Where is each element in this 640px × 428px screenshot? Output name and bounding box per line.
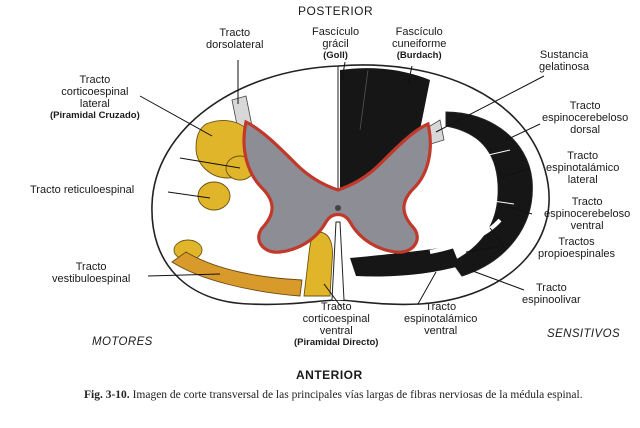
leader-lines <box>139 60 545 309</box>
label-espinotalamico-lateral: Tracto espinotalámico lateral <box>546 150 620 186</box>
central-canal <box>335 205 341 211</box>
figure-caption: Fig. 3-10. Imagen de corte transversal d… <box>84 389 624 401</box>
anterior-label: ANTERIOR <box>296 368 363 382</box>
leader-espinotal-ventral <box>417 271 437 305</box>
fasciculus-gracilis-cuneatus-region <box>340 68 430 196</box>
leader-espinocereb-dorsal <box>505 123 541 141</box>
gray-matter <box>242 119 432 254</box>
anterior-median-fissure <box>331 221 345 301</box>
fasciculus-cuneatus-border <box>359 69 369 131</box>
leader-reticulo <box>167 191 211 199</box>
caption-prefix: Fig. 3-10. <box>84 389 130 401</box>
vestibulospinal-band <box>171 251 303 297</box>
label-espinoolivar: Tracto espinoolivar <box>522 282 581 306</box>
leader-espinocereb-ventral <box>505 205 533 215</box>
motores-label: MOTORES <box>92 336 153 348</box>
leader-sustancia <box>435 75 545 133</box>
leader-vestibulo <box>147 273 221 277</box>
leader-cortico-lateral <box>139 95 213 137</box>
leader-burdach <box>407 65 413 85</box>
label-espinocerebeloso-dorsal: Tracto espinocerebeloso dorsal <box>542 100 629 136</box>
leader-cortico-ventral-1 <box>323 283 343 309</box>
label-cortico-ventral: Tracto corticoespinal ventral (Piramidal… <box>294 301 379 348</box>
label-espinotalamico-ventral: Tracto espinotalámico ventral <box>404 301 478 337</box>
label-reticulo: Tracto reticuloespinal <box>30 184 135 196</box>
label-propioespinales: Tractos propioespinales <box>538 236 616 260</box>
leader-propioespinales-2 <box>489 227 505 247</box>
propiospinal-band <box>429 218 502 254</box>
leader-espinoolivar <box>469 269 525 291</box>
sensitivos-label: SENSITIVOS <box>547 328 621 340</box>
spinothalamic-anterior-region <box>350 246 460 277</box>
leader-goll <box>341 61 346 81</box>
caption-text: Imagen de corte transversal de las princ… <box>132 389 583 401</box>
posterior-label: POSTERIOR <box>298 4 374 18</box>
leader-espinotal-lateral <box>499 167 531 179</box>
crescent-divider-1 <box>483 149 511 157</box>
reticulospinal-region <box>197 181 231 211</box>
leader-propioespinales-1 <box>465 245 505 253</box>
crescent-divider-2 <box>485 199 515 205</box>
leader-cortico-lateral-2 <box>179 157 241 169</box>
sensory-lateral-tracts-region <box>445 111 533 277</box>
label-cortico-lateral: Tracto corticoespinal lateral (Piramidal… <box>50 74 140 121</box>
label-espinocerebeloso-ventral: Tracto espinocerebeloso ventral <box>544 196 631 232</box>
